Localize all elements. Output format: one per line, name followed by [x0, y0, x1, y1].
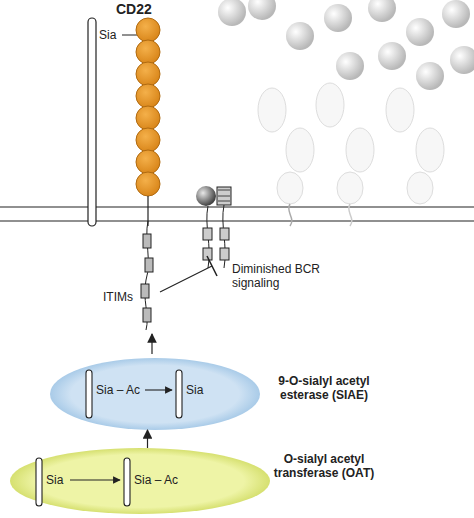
itim-box	[143, 234, 151, 248]
cd22-domain	[136, 62, 160, 86]
itam-box	[220, 228, 229, 240]
ig-domain	[316, 83, 344, 127]
antigen-sphere	[368, 0, 396, 22]
antigen-sphere	[416, 62, 444, 90]
sia-ligand-line	[122, 35, 138, 36]
flow-arrow	[151, 334, 152, 354]
antigen-sphere	[218, 0, 246, 26]
bcr-immunoglobulin	[258, 83, 444, 204]
ig-domain	[407, 172, 433, 204]
antigen-sphere	[378, 42, 406, 70]
protein-name: CD22	[116, 2, 166, 16]
ig-beta-stripe	[218, 190, 230, 191]
glycan-sticks	[36, 370, 182, 506]
cd22-domain	[136, 106, 160, 130]
ig-domain	[337, 172, 363, 204]
ig-beta-stripe	[218, 196, 230, 197]
itim-motifs	[141, 234, 153, 322]
glycoprotein-stick	[88, 18, 96, 226]
cd22-domain	[136, 40, 160, 64]
antigen-sphere	[336, 52, 364, 80]
sialic-acid-label: Sia	[99, 28, 125, 42]
ig-domain	[346, 128, 374, 172]
signaling-note: Diminished BCR signaling	[232, 262, 332, 290]
membrane-line	[0, 220, 474, 221]
sialic-acid: Sia	[186, 383, 216, 397]
ig-domain	[258, 88, 286, 132]
itam-box	[203, 228, 212, 240]
ig-alpha-domain	[196, 186, 216, 206]
antigen-sphere	[406, 18, 434, 46]
bcr-stem	[349, 204, 352, 226]
enzyme-name: O-sialyl acetyl transferase (OAT)	[256, 452, 392, 480]
ig-domain	[386, 88, 414, 132]
acetylated-sialic-acid: Sia – Ac	[134, 473, 184, 487]
antigen-sphere	[442, 0, 470, 28]
flow-arrow	[147, 430, 148, 448]
cd22-transmembrane	[147, 196, 148, 226]
enzyme-ellipse: SiaSia – AcO-sialyl acetyl transferase (…	[10, 448, 270, 514]
itim-box	[141, 284, 149, 298]
cd22-domain	[136, 84, 160, 108]
antigen-sphere	[324, 4, 352, 32]
cd22-domain	[136, 150, 160, 174]
itim-box	[143, 308, 151, 322]
glycoprotein-stick	[36, 458, 42, 506]
ig-domain	[416, 128, 444, 172]
enzyme-ellipse-shape	[10, 448, 270, 514]
enzyme-ellipse: Sia – AcSia9-O-sialyl acetyl esterase (S…	[50, 358, 260, 430]
glycoprotein-stick	[176, 370, 182, 418]
ellipse-outline	[50, 358, 260, 430]
enzyme-ellipse-shape	[50, 358, 260, 430]
ig-domain	[277, 172, 303, 204]
ig-beta-tail	[223, 205, 225, 268]
cd22-domain	[136, 18, 160, 42]
itim-box	[145, 258, 153, 272]
inhibition-line	[160, 266, 212, 292]
glycoprotein-stick	[124, 458, 130, 506]
antigen-spheres	[218, 0, 474, 90]
ig-beta-domain	[217, 187, 231, 205]
antigen-sphere	[450, 46, 474, 74]
motif-label: ITIMs	[103, 290, 143, 304]
enzyme-name: 9-O-sialyl acetyl esterase (SIAE)	[256, 374, 392, 402]
ellipse-outline	[10, 448, 270, 514]
glycoprotein-stick	[86, 370, 92, 418]
cd22-domains	[136, 18, 160, 196]
bcr-stem	[289, 204, 292, 226]
ig-beta-stripe	[218, 201, 230, 202]
ig-domain	[286, 128, 314, 172]
acetylated-sialic-acid: Sia – Ac	[96, 383, 146, 397]
sialic-acid: Sia	[46, 473, 76, 487]
antigen-sphere	[286, 22, 314, 50]
inhibition-bar	[207, 256, 217, 276]
cd22-tail	[145, 221, 148, 330]
antigen-sphere	[248, 0, 276, 20]
reaction-arrow	[70, 479, 120, 480]
cd22-domain	[136, 128, 160, 152]
itam-motifs	[203, 228, 229, 260]
membrane-line	[0, 206, 474, 207]
reaction-arrow	[145, 389, 172, 390]
itam-box	[203, 248, 212, 260]
ig-alpha-tail	[207, 206, 209, 268]
itam-box	[220, 248, 229, 260]
cd22-domain	[136, 172, 160, 196]
